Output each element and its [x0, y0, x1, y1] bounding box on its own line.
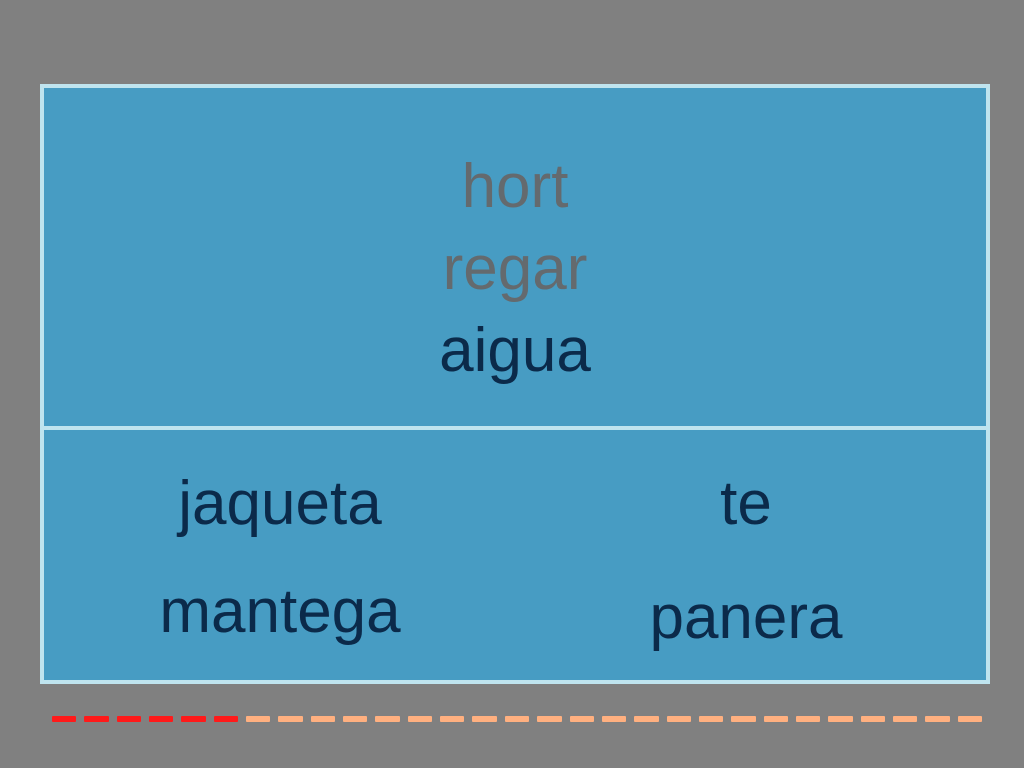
clue-word: regar — [442, 234, 588, 303]
progress-segment-remaining — [310, 716, 336, 722]
clue-word: hort — [461, 152, 569, 221]
progress-segment-done — [84, 716, 109, 722]
progress-segment-done — [149, 716, 174, 722]
clue-panel: hort regar aigua — [44, 88, 986, 428]
progress-segment-remaining — [278, 716, 303, 722]
progress-segment-done — [181, 716, 206, 722]
progress-segment-remaining — [925, 716, 950, 722]
progress-segment-remaining — [698, 716, 724, 722]
progress-segment-remaining — [343, 716, 368, 722]
progress-segment-done — [116, 716, 142, 722]
progress-segment-remaining — [504, 716, 530, 722]
target-word: aigua — [439, 316, 591, 385]
progress-segment-remaining — [795, 716, 821, 722]
divider — [44, 426, 986, 430]
progress-segment-remaining — [957, 716, 982, 722]
progress-segment-remaining — [569, 716, 594, 722]
answer-options: jaqueta te mantega panera — [44, 430, 986, 684]
answer-option[interactable]: jaqueta — [178, 469, 382, 538]
progress-segment-done — [52, 716, 77, 722]
progress-bar — [52, 716, 982, 724]
progress-segment-remaining — [763, 716, 788, 722]
progress-segment-remaining — [731, 716, 756, 722]
progress-segment-remaining — [375, 716, 400, 722]
answer-option[interactable]: panera — [649, 583, 843, 652]
progress-segment-done — [213, 716, 239, 722]
progress-segment-remaining — [440, 716, 465, 722]
answer-option[interactable]: mantega — [159, 577, 401, 646]
progress-segment-remaining — [407, 716, 433, 722]
question-card: hort regar aigua jaqueta te mantega pane… — [40, 84, 990, 684]
progress-segment-remaining — [601, 716, 627, 722]
progress-segment-remaining — [828, 716, 853, 722]
progress-segment-remaining — [537, 716, 562, 722]
progress-segment-remaining — [892, 716, 918, 722]
progress-segment-remaining — [860, 716, 885, 722]
answer-option[interactable]: te — [720, 469, 772, 538]
progress-segment-remaining — [634, 716, 659, 722]
progress-segment-remaining — [472, 716, 497, 722]
progress-segment-remaining — [666, 716, 691, 722]
progress-segment-remaining — [246, 716, 271, 722]
